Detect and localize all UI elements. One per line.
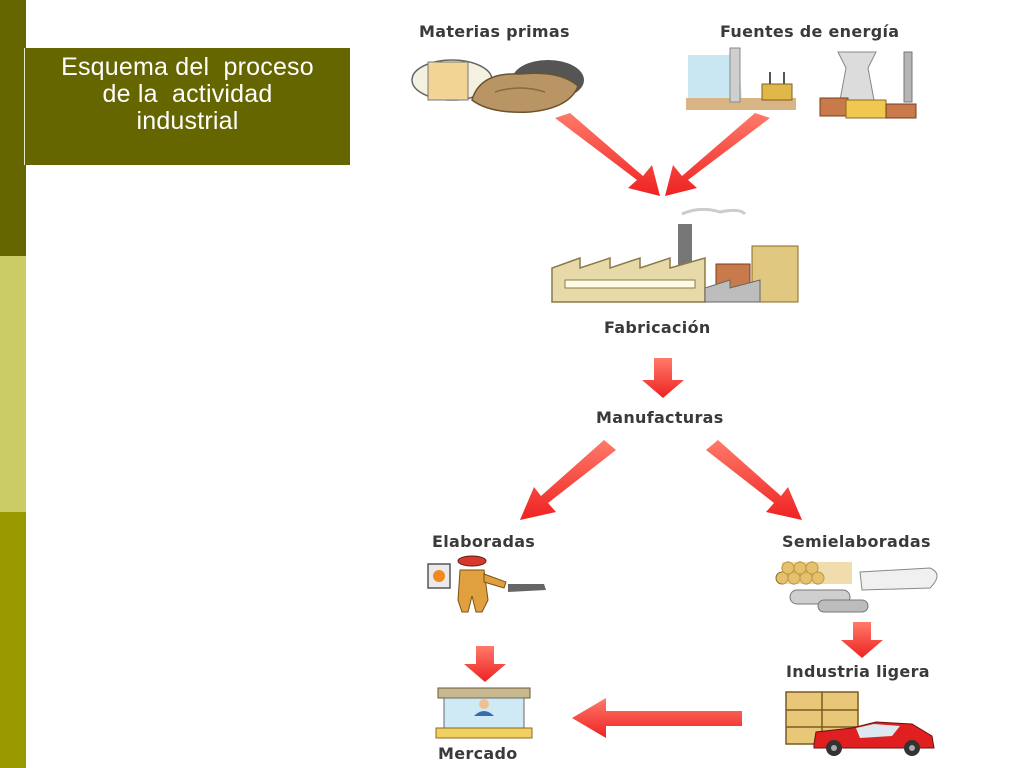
arrow-industria-ligera-to-mercado xyxy=(572,698,742,738)
factory-icon xyxy=(551,207,799,303)
label-industria-ligera: Industria ligera xyxy=(786,662,930,681)
slide-title-line-3: industrial xyxy=(136,107,239,135)
arrow-materias-to-fabricacion xyxy=(555,113,660,196)
sidebar-band-bottom xyxy=(0,512,26,768)
sidebar-band-top xyxy=(0,0,26,256)
label-semielaboradas: Semielaboradas xyxy=(782,532,931,551)
label-mercado: Mercado xyxy=(438,744,518,763)
market-stall-icon xyxy=(435,687,533,739)
semi-finished-products-icon xyxy=(775,561,938,613)
sidebar-band-middle xyxy=(0,256,26,512)
label-fabricacion: Fabricación xyxy=(604,318,711,337)
raw-materials-icon xyxy=(411,59,584,113)
arrow-manufacturas-to-semielaboradas xyxy=(706,440,802,520)
light-industry-icon xyxy=(785,691,935,756)
slide-title: Esquema del proceso de la actividad indu… xyxy=(24,48,350,165)
arrow-energia-to-fabricacion xyxy=(665,113,770,196)
label-fuentes-energia: Fuentes de energía xyxy=(720,22,900,41)
arrow-manufacturas-to-elaboradas xyxy=(520,440,616,520)
arrow-elaboradas-to-mercado xyxy=(464,646,506,682)
label-manufacturas: Manufacturas xyxy=(596,408,724,427)
arrow-fabricacion-to-manufacturas xyxy=(642,358,684,398)
label-elaboradas: Elaboradas xyxy=(432,532,536,551)
energy-sources-icon xyxy=(686,47,917,119)
slide-title-line-2: de la actividad xyxy=(102,80,273,108)
slide-title-line-1: Esquema del proceso xyxy=(61,53,314,81)
arrow-semielaboradas-to-industria-ligera xyxy=(841,622,883,658)
finished-products-icon xyxy=(427,555,546,613)
label-materias-primas: Materias primas xyxy=(419,22,570,41)
